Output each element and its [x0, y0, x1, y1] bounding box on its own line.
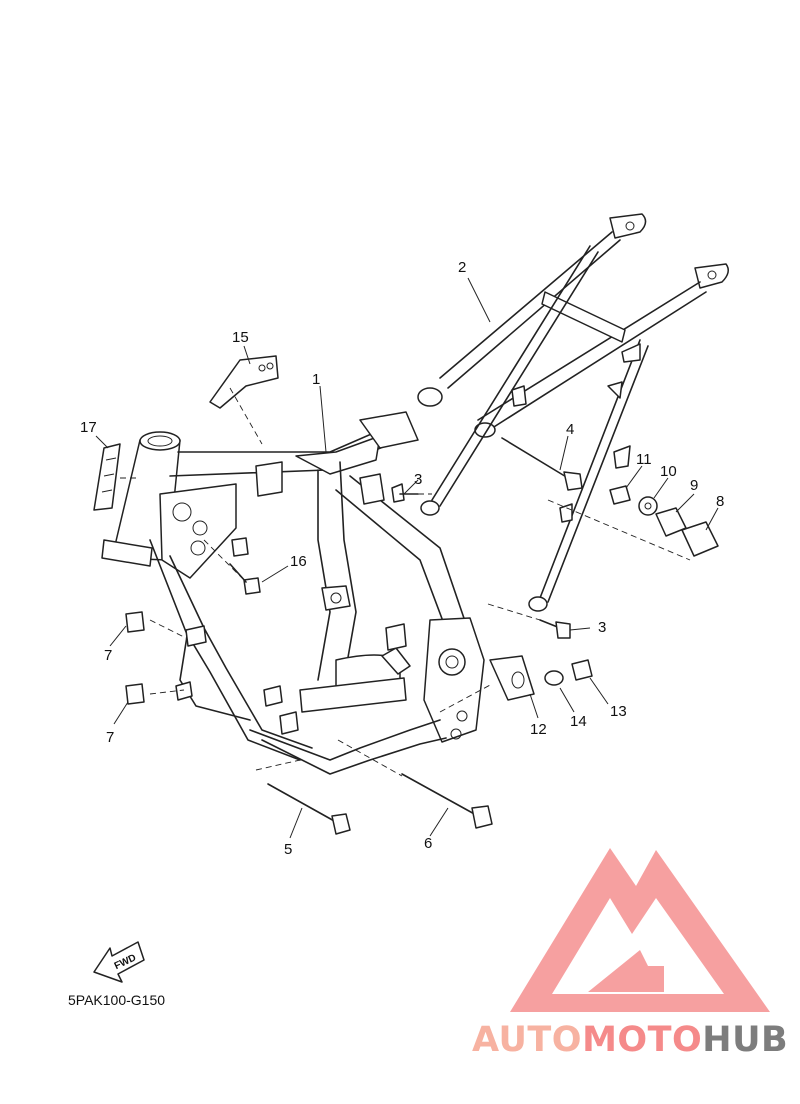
- label-part-9: 9: [690, 477, 698, 494]
- label-part-5: 5: [284, 841, 292, 858]
- label-part-2: 2: [458, 259, 466, 276]
- bolt-6: [401, 773, 493, 829]
- watermark-auto: AUTO: [472, 1020, 583, 1060]
- bolt-3-upper: [391, 483, 419, 503]
- bracket-15: [209, 355, 279, 409]
- watermark-text: AUTOMOTOHUB: [472, 1020, 788, 1060]
- label-part-7-upper: 7: [104, 647, 112, 664]
- label-part-14: 14: [570, 713, 587, 730]
- bolt-5: [267, 783, 351, 835]
- label-part-7-lower: 7: [106, 729, 114, 746]
- label-part-3-lower: 3: [598, 619, 606, 636]
- diagram-code: 5PAK100-G150: [68, 992, 166, 1008]
- label-part-6: 6: [424, 835, 432, 852]
- nuts-7: [125, 611, 145, 705]
- rubber-mount-parts: [609, 485, 719, 557]
- label-part-8: 8: [716, 493, 724, 510]
- label-part-4: 4: [566, 421, 574, 438]
- main-frame: [101, 411, 485, 775]
- bolt-16: [229, 563, 261, 595]
- label-part-11: 11: [636, 451, 652, 468]
- label-part-16: 16: [290, 553, 307, 570]
- bolt-4: [501, 437, 583, 491]
- rear-subframe: [417, 213, 729, 612]
- fwd-arrow-icon: FWD: [93, 941, 145, 983]
- cover-17: [93, 443, 121, 511]
- collar-12-14-13: [489, 655, 593, 701]
- label-part-3-upper: 3: [414, 471, 422, 488]
- alignment-lines: [120, 387, 691, 777]
- label-part-15: 15: [232, 329, 249, 346]
- label-part-13: 13: [610, 703, 627, 720]
- bolt-3-lower: [539, 619, 571, 639]
- label-part-12: 12: [530, 721, 547, 738]
- watermark-hub: HUB: [702, 1020, 789, 1060]
- leader-lines: [95, 277, 719, 839]
- label-part-1: 1: [312, 371, 320, 388]
- part-number-labels: 1 2 3 3 4 5 6 7 7 8 9 10 11 12 13 14 15 …: [80, 259, 724, 858]
- label-part-10: 10: [660, 463, 677, 480]
- automotohub-logo-icon: [510, 848, 770, 1012]
- watermark-moto: MOTO: [582, 1020, 703, 1060]
- label-part-17: 17: [80, 419, 97, 436]
